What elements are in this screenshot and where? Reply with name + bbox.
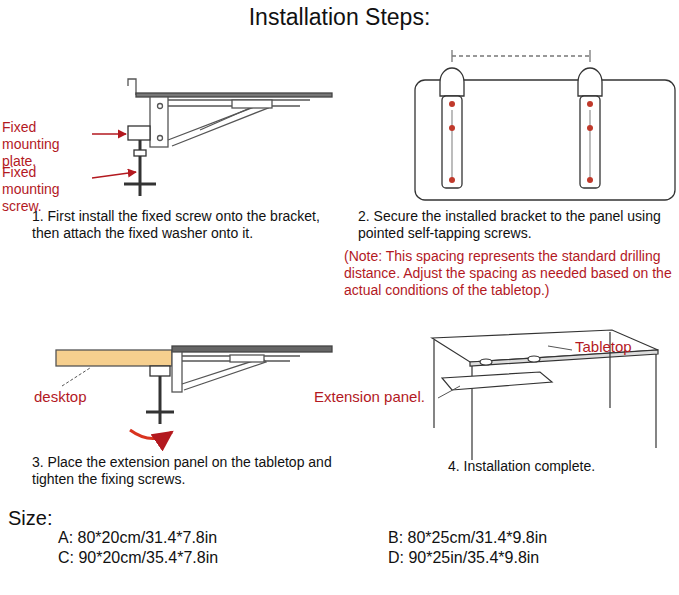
size-heading: Size: — [8, 506, 88, 530]
size-option: D: 90*25in/35.4*9.8in — [388, 548, 673, 567]
rotate-arrow — [130, 430, 172, 439]
leader-arrow — [92, 133, 126, 134]
callout-label: Fixed mounting plate. — [2, 119, 94, 169]
step-text-wrap: 1. First install the fixed screw onto th… — [32, 208, 332, 242]
bracket-side-view — [124, 79, 332, 196]
step-text-wrap: 2. Secure the installed bracket to the p… — [358, 208, 676, 242]
size-option-wrap: B: 80*25cm/31.4*9.8in — [388, 528, 673, 547]
panel-top-view — [415, 50, 675, 200]
step-text-wrap: 4. Installation complete. — [448, 458, 668, 475]
callout-label: Tabletop — [575, 338, 665, 356]
callout-label-wrap: Tabletop — [575, 338, 665, 356]
step-text: 2. Secure the installed bracket to the p… — [358, 208, 676, 242]
desktop-board — [56, 350, 172, 366]
callout-label-wrap: Fixed mounting plate. — [2, 119, 94, 169]
bracket-top-view — [578, 68, 602, 188]
mounted-bracket — [56, 346, 332, 424]
step-text: 1. First install the fixed screw onto th… — [32, 208, 332, 242]
size-option: B: 80*25cm/31.4*9.8in — [388, 528, 673, 547]
note-text-wrap: (Note: This spacing represents the stand… — [344, 248, 676, 298]
leader-line — [548, 346, 572, 350]
leader-arrow — [92, 172, 136, 178]
callout-label-wrap: Fixed mounting screw. — [2, 164, 94, 214]
title: Installation Steps: — [0, 4, 679, 32]
callout-label-wrap: Extension panel. — [314, 388, 440, 406]
leader-line — [438, 386, 460, 398]
step-text-wrap: 3. Place the extension panel on the tabl… — [32, 454, 337, 488]
callout-label: Fixed mounting screw. — [2, 164, 94, 214]
size-option: C: 90*20cm/35.4*7.8in — [58, 548, 358, 567]
size-heading-wrap: Size: — [8, 506, 88, 530]
title-wrap: Installation Steps: — [0, 4, 679, 32]
size-option-wrap: A: 80*20cm/31.4*7.8in — [58, 528, 358, 547]
size-option-wrap: D: 90*25in/35.4*9.8in — [388, 548, 673, 567]
size-option-wrap: C: 90*20cm/35.4*7.8in — [58, 548, 358, 567]
callout-label: Extension panel. — [314, 388, 440, 406]
step-text: 3. Place the extension panel on the tabl… — [32, 454, 337, 488]
mounting-plate — [128, 126, 150, 140]
leader-line — [62, 368, 90, 386]
size-option: A: 80*20cm/31.4*7.8in — [58, 528, 358, 547]
callout-label-wrap: desktop — [34, 388, 104, 406]
bracket-top-view — [440, 68, 464, 188]
note-text: (Note: This spacing represents the stand… — [344, 248, 676, 298]
step-text: 4. Installation complete. — [448, 458, 668, 475]
callout-label: desktop — [34, 388, 104, 406]
mounting-screw — [139, 140, 142, 196]
